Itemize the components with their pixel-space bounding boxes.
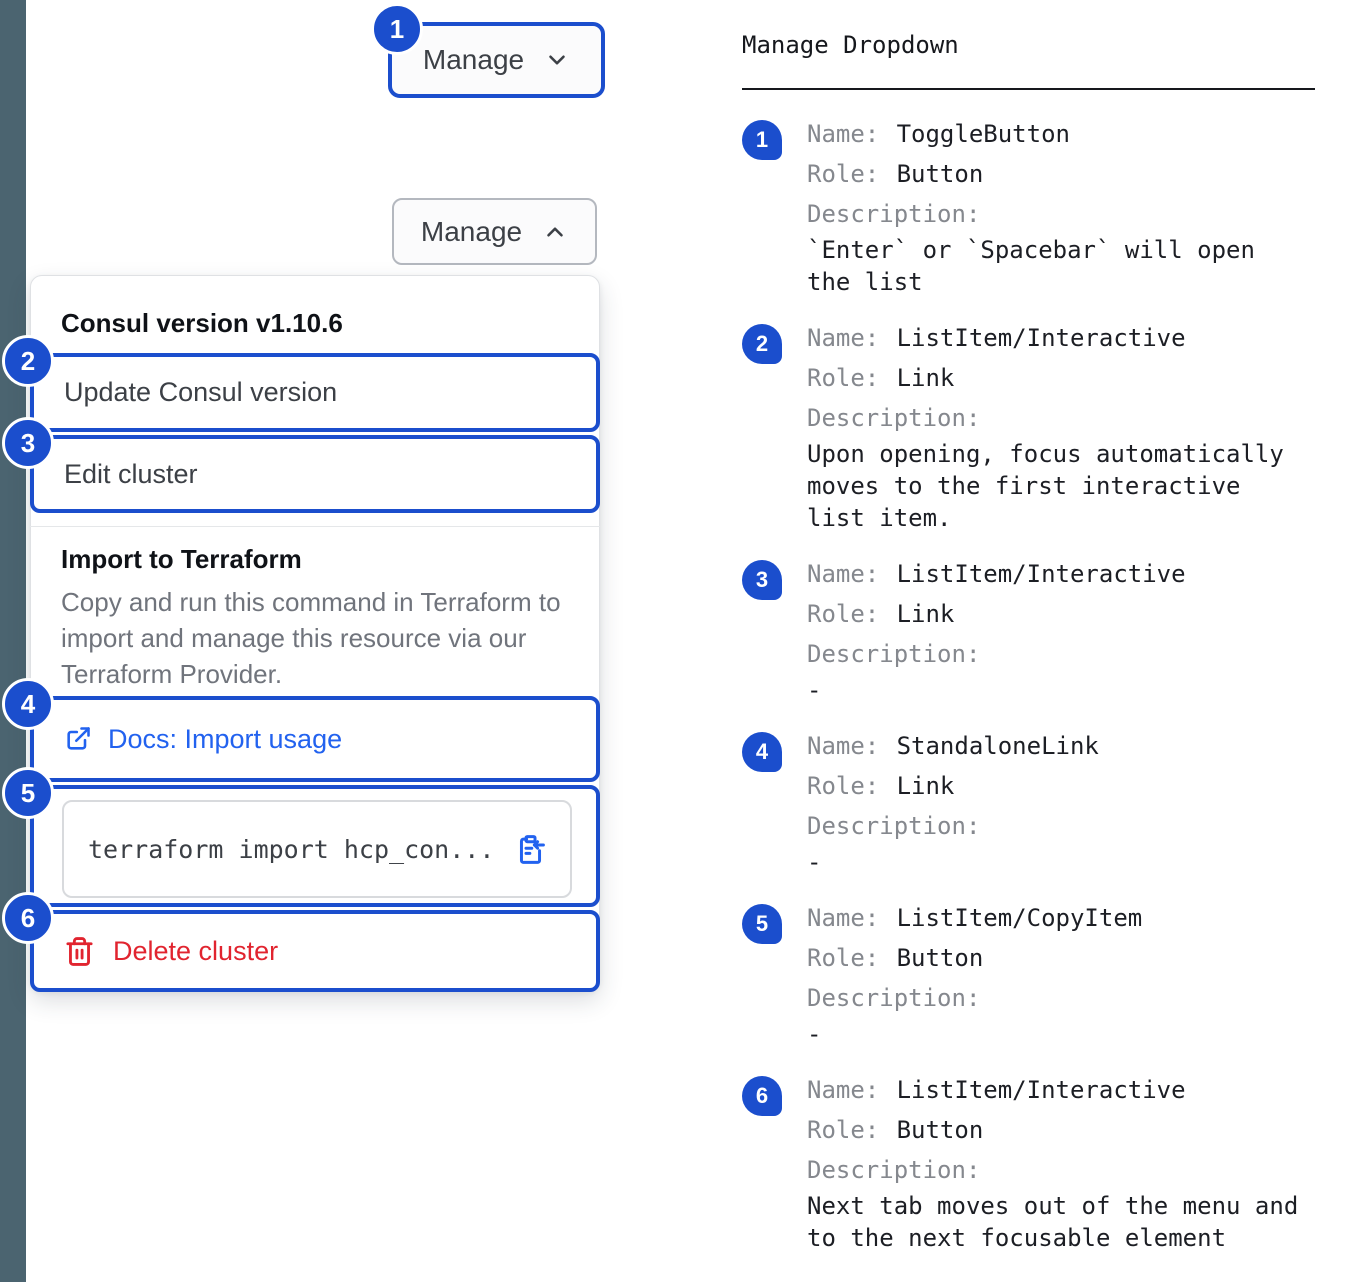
entry-name: ListItem/Interactive (896, 1076, 1186, 1104)
menu-item-docs-import-usage[interactable]: Docs: Import usage (30, 696, 600, 782)
legend-entry-6: 6 Name:ListItem/Interactive Role:Button … (742, 1070, 1317, 1254)
role-label: Role: (807, 772, 880, 800)
entry-description: - (807, 676, 822, 704)
legend-badge-4: 4 (742, 732, 782, 772)
legend-panel: Manage Dropdown 1 Name: ToggleButton Role… (742, 28, 1317, 1274)
name-label: Name: (807, 732, 880, 760)
terraform-command-text: terraform import hcp_con... (88, 834, 495, 864)
entry-description: `Enter` or `Spacebar` will open the list (807, 236, 1255, 296)
trash-icon (66, 936, 93, 966)
legend-entry-1: 1 Name: ToggleButton Role: Button Descript… (742, 114, 1317, 298)
docs-link-label: Docs: Import usage (108, 723, 343, 754)
menu-item-edit-cluster[interactable]: Edit cluster (30, 435, 600, 513)
menu-item-label: Update Consul version (64, 377, 338, 407)
name-label: Name: (807, 560, 880, 588)
description-label: Description: (807, 640, 981, 668)
role-label: Role: (807, 160, 880, 188)
menu-item-delete-cluster[interactable]: Delete cluster (30, 910, 600, 992)
external-link-icon (67, 727, 90, 750)
manage-toggle-label: Manage (420, 215, 523, 247)
entry-role: Link (896, 364, 955, 392)
name-label: Name: (807, 904, 880, 932)
annotation-badge-1: 1 (371, 3, 423, 55)
menu-item-label: Edit cluster (64, 458, 198, 489)
terraform-command-field[interactable]: terraform import hcp_con... (62, 800, 572, 898)
manage-toggle-label: Manage (422, 44, 525, 75)
delete-cluster-label: Delete cluster (113, 935, 279, 966)
legend-badge-3: 3 (742, 560, 782, 600)
entry-role: Button (896, 1116, 984, 1144)
annotation-badge-2: 2 (2, 335, 54, 387)
menu-item-update-consul-version[interactable]: Update Consul version (30, 353, 600, 432)
manage-dropdown-panel: Consul version v1.10.6 Update Consul ver… (30, 275, 600, 992)
annotation-badge-4: 4 (2, 678, 54, 730)
legend-entry-2: 2 Name: ListItem/Interactive Role: Link De… (742, 318, 1317, 534)
chevron-down-icon (549, 55, 565, 65)
legend-badge-6: 6 (742, 1076, 782, 1116)
entry-name: ToggleButton (896, 120, 1070, 148)
consul-version-header: Consul version v1.10.6 (61, 308, 343, 338)
annotation-badge-3: 3 (2, 417, 54, 469)
left-edge-strip (0, 0, 26, 1282)
description-label: Description: (807, 984, 981, 1012)
entry-description: - (807, 1020, 822, 1048)
legend-entry-4: 4 Name: StandaloneLink Role: Link Descript… (742, 726, 1317, 878)
entry-name: ListItem/CopyItem (896, 904, 1143, 932)
role-label: Role: (807, 600, 880, 628)
entry-role: Link (896, 772, 955, 800)
entry-description: Upon opening, focus automatically moves … (807, 440, 1284, 532)
name-label: Name: (807, 120, 880, 148)
role-label: Role: (807, 364, 880, 392)
role-label: Role: (807, 944, 880, 972)
description-label: Description: (807, 200, 981, 228)
legend-entries: 1 Name: ToggleButton Role: Button Descript… (742, 114, 1317, 1254)
description-label: Description: (807, 812, 981, 840)
legend-entry-3: 3 Name: ListItem/Interactive Role: Link De… (742, 554, 1317, 706)
legend-rule (742, 88, 1315, 90)
import-to-terraform-header: Import to Terraform (61, 544, 302, 574)
entry-name: StandaloneLink (896, 732, 1099, 760)
menu-item-copy-snippet[interactable]: terraform import hcp_con... (30, 785, 600, 907)
name-label: Name: (807, 324, 880, 352)
annotation-badge-6: 6 (2, 892, 54, 944)
legend-badge-1: 1 (742, 120, 782, 160)
description-label: Description: (807, 404, 981, 432)
entry-role: Link (896, 600, 955, 628)
clipboard-copy-icon[interactable] (515, 834, 546, 865)
legend-title: Manage Dropdown (742, 31, 959, 59)
entry-name: ListItem/Interactive (896, 324, 1186, 352)
entry-role: Button (896, 160, 984, 188)
legend-badge-5: 5 (742, 904, 782, 944)
legend-badge-2: 2 (742, 324, 782, 364)
role-label: Role: (807, 1116, 880, 1144)
name-label: Name: (807, 1076, 880, 1104)
entry-description: - (807, 848, 822, 876)
menu-divider (30, 526, 600, 527)
annotation-badge-5: 5 (2, 767, 54, 819)
description-label: Description: (807, 1156, 981, 1184)
import-description: Copy and run this command in Terraform t… (61, 587, 561, 689)
chevron-up-icon (547, 226, 563, 237)
legend-entry-5: 5 Name: ListItem/CopyItem Role: Button Des… (742, 898, 1317, 1050)
entry-name: ListItem/Interactive (896, 560, 1186, 588)
entry-role: Button (896, 944, 984, 972)
entry-description: Next tab moves out of the menu and to th… (807, 1192, 1299, 1252)
manage-toggle-button-closed[interactable]: Manage (388, 22, 605, 98)
manage-toggle-button-open[interactable]: Manage (392, 198, 597, 265)
